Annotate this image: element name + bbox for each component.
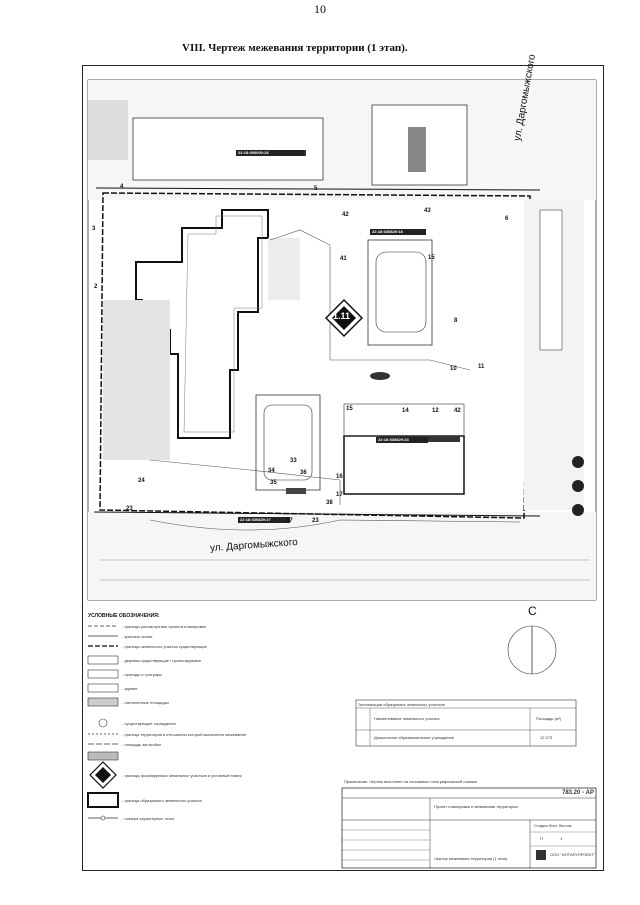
point-label: 17: [336, 492, 343, 498]
legend-item: - границы формируемых земельных участков…: [122, 773, 242, 778]
point-label: 16: [336, 474, 343, 480]
compass-north-label: C: [528, 604, 537, 618]
legend-item: - граница образуемого земельного участка: [122, 798, 202, 803]
legend-item: - граница территории в отношении которой…: [122, 732, 246, 737]
point-label: 42: [454, 408, 461, 414]
point-label: 14: [402, 408, 409, 414]
point-label: 33: [290, 458, 297, 464]
legend-item: - границы рассмотрения проекта планировк…: [122, 624, 206, 629]
legend-item: - красные линии: [122, 634, 153, 639]
legend-item: - существующие ограждения: [122, 721, 176, 726]
point-label: 37: [286, 518, 293, 524]
cadastral-label-bottom: 22:18:030829:27: [240, 517, 271, 522]
stamp-stage: П: [540, 836, 543, 841]
point-label: 43: [424, 208, 431, 214]
point-label: 24: [138, 478, 145, 484]
parcel-table-row-area: 12 273: [540, 735, 553, 740]
point-label: 3: [92, 226, 96, 232]
point-label: 35: [270, 480, 277, 486]
point-label: 15: [346, 406, 353, 412]
parcel-table-col-area: Площадь (м²): [536, 716, 562, 721]
legend-item: - границы земельного участка существующи…: [122, 644, 207, 649]
point-label: 23: [126, 506, 133, 512]
legend-item: - площадь застройки: [122, 742, 161, 747]
legend-zone-icon: [89, 761, 117, 789]
legend-item: - проезды и тротуары: [122, 672, 162, 677]
stamp-sheet-header: Стадия Лист Листов: [534, 823, 572, 828]
stamp-org: ООО "ИНТАРХПРОЕКТ": [550, 852, 596, 857]
point-label: 42: [342, 212, 349, 218]
parcel-table-row-name: Дошкольное образовательное учреждение: [374, 735, 454, 740]
stamp-drawing: Чертеж межевания территории (1 этап): [434, 856, 508, 861]
point-label: 6: [505, 216, 509, 222]
stamp-sheet: 1: [560, 836, 563, 841]
cadastral-label-right: 22:18:030829:23: [378, 437, 409, 442]
stamp-project: Проект планировки и межевания территории: [434, 804, 518, 809]
legend-item: - номера характерных точек: [122, 816, 175, 821]
point-label: 23: [312, 518, 319, 524]
point-label: 2: [94, 284, 98, 290]
point-label: 5: [314, 186, 318, 192]
point-label: 12: [432, 408, 439, 414]
stamp-note: Примечание: Чертеж выполнен на основании…: [344, 779, 477, 784]
point-label: 36: [300, 470, 307, 476]
page-title: VIII. Чертеж межевания территории (1 эта…: [182, 42, 408, 54]
legend-item: - деревья существующие / проектируемые: [122, 658, 202, 663]
point-label: 15: [428, 255, 435, 261]
parcel-table-title: Экспликация образуемых земельных участко…: [358, 702, 445, 707]
legend-item: - озелененные площадки: [122, 700, 169, 705]
page-number: 10: [314, 2, 326, 16]
point-label: 38: [326, 500, 333, 506]
legend-title: УСЛОВНЫЕ ОБОЗНАЧЕНИЯ:: [88, 613, 160, 619]
point-label: 41: [340, 256, 347, 262]
parcel-table-col-name: Наименование земельного участка: [374, 716, 440, 721]
point-label: 8: [454, 318, 458, 324]
point-label: 10: [450, 366, 457, 372]
point-label: 4: [120, 184, 124, 190]
cadastral-label-center: 22:18:030829:18: [372, 229, 403, 234]
point-label: 34: [268, 468, 275, 474]
zone-code: 1.11: [333, 311, 351, 321]
zone-marker-icon: [324, 298, 364, 338]
legend-item: - здания: [122, 686, 138, 691]
point-label: 11: [478, 364, 485, 370]
cadastral-label-top: 22:18:000000:26: [238, 150, 269, 155]
stamp-code: 783.20 - АР: [562, 790, 595, 796]
